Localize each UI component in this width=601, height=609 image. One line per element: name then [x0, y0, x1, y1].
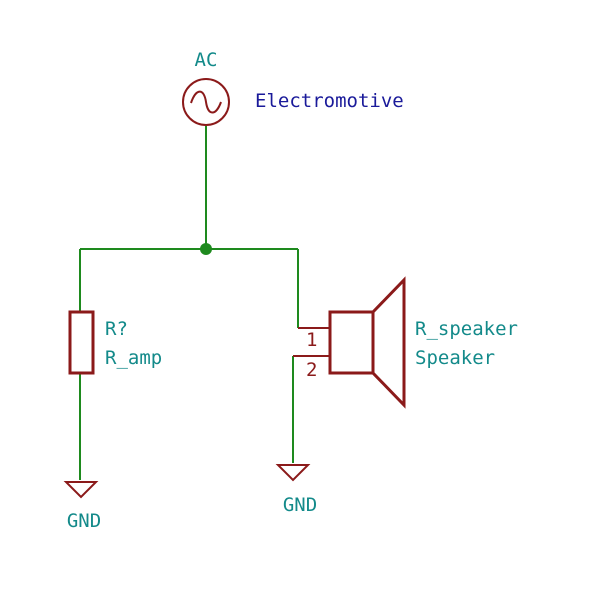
speaker-reference: R_speaker — [415, 318, 518, 340]
speaker-value: Speaker — [415, 347, 495, 369]
speaker-pin2-number: 2 — [306, 359, 317, 381]
resistor[interactable]: R? R_amp — [68, 310, 162, 375]
speaker-magnet — [328, 310, 375, 375]
wires — [79, 126, 299, 480]
speaker-cone — [371, 276, 406, 409]
ground-right-label: GND — [283, 494, 317, 516]
resistor-value: R_amp — [105, 347, 162, 369]
ground-right-icon — [275, 464, 311, 482]
resistor-reference: R? — [105, 318, 128, 340]
resistor-body — [68, 310, 95, 375]
ground-left-label: GND — [67, 510, 101, 532]
sine-wave-icon — [190, 90, 222, 114]
speaker-pin1-number: 1 — [306, 329, 317, 351]
junction-dot — [200, 243, 212, 255]
ground-right[interactable]: GND — [275, 464, 317, 516]
speaker[interactable]: 1 2 R_speaker Speaker — [293, 276, 518, 409]
ground-left-icon — [63, 481, 99, 499]
ground-left[interactable]: GND — [63, 481, 101, 532]
ac-source-value: Electromotive — [255, 90, 404, 112]
ac-source-body — [182, 78, 230, 126]
ac-source-reference: AC — [195, 49, 218, 71]
ac-source[interactable]: AC Electromotive — [182, 49, 404, 126]
